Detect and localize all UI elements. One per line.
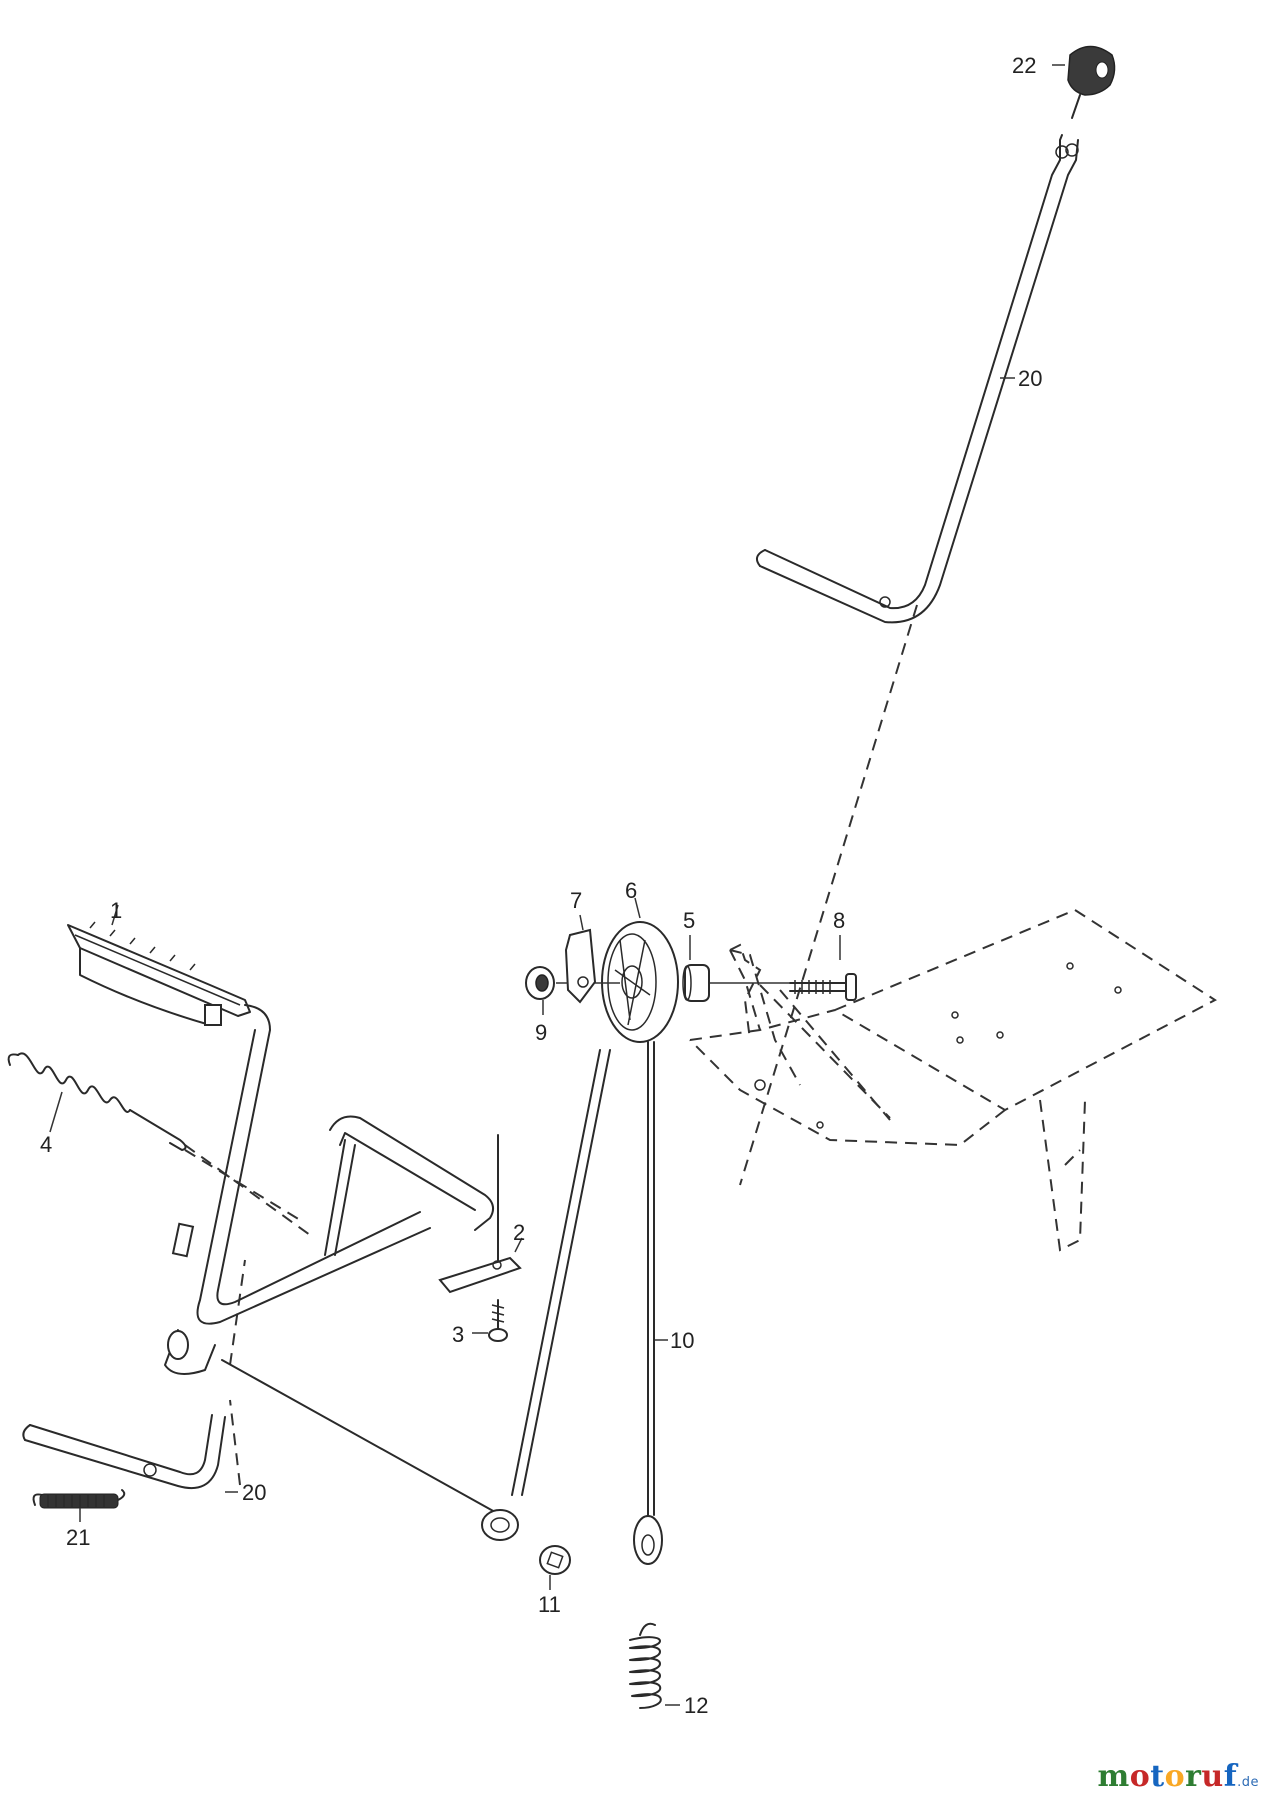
watermark-letter: m bbox=[1097, 1759, 1130, 1794]
watermark-letter: o bbox=[1129, 1759, 1151, 1794]
callout-2: 2 bbox=[513, 1220, 525, 1245]
cable-10 bbox=[633, 1041, 663, 1565]
callout-20-upper: 20 bbox=[1018, 366, 1042, 391]
watermark-logo: motoruf.de bbox=[1097, 1759, 1259, 1794]
callout-21: 21 bbox=[66, 1525, 90, 1550]
frame-plate bbox=[689, 908, 1217, 1252]
dashed-guides bbox=[184, 604, 918, 1486]
watermark-letter: u bbox=[1201, 1759, 1224, 1794]
bolt-8 bbox=[789, 973, 857, 1001]
callout-6: 6 bbox=[625, 878, 637, 903]
shift-rod-lower bbox=[22, 1414, 226, 1490]
callout-10: 10 bbox=[670, 1328, 694, 1353]
pedal-lever bbox=[67, 921, 495, 1375]
callout-4: 4 bbox=[40, 1132, 52, 1157]
spacer-5 bbox=[682, 964, 710, 1002]
watermark-letter: r bbox=[1185, 1759, 1202, 1794]
callout-7: 7 bbox=[570, 888, 582, 913]
callout-leaders bbox=[49, 64, 1065, 1706]
screw-3 bbox=[488, 1299, 508, 1342]
bracket-7 bbox=[564, 928, 597, 1004]
callout-3: 3 bbox=[452, 1322, 464, 1347]
callout-22: 22 bbox=[1012, 53, 1036, 78]
callout-12: 12 bbox=[684, 1693, 708, 1718]
watermark-letter: o bbox=[1164, 1759, 1186, 1794]
shift-rod-upper bbox=[755, 134, 1079, 624]
callout-8: 8 bbox=[833, 908, 845, 933]
callouts: 22 20 1 4 2 3 5 6 7 8 9 10 11 12 20 21 bbox=[40, 53, 1042, 1718]
callout-1: 1 bbox=[110, 898, 122, 923]
callout-20-lower: 20 bbox=[242, 1480, 266, 1505]
bracket-2 bbox=[438, 1134, 522, 1294]
pulley-6 bbox=[601, 921, 679, 1043]
spring-4 bbox=[7, 1052, 301, 1221]
callout-9: 9 bbox=[535, 1020, 547, 1045]
callout-11: 11 bbox=[538, 1592, 561, 1617]
pivot-arm bbox=[729, 943, 891, 1119]
spring-21 bbox=[32, 1489, 126, 1509]
watermark-letter: t bbox=[1150, 1759, 1165, 1794]
watermark-letters: motoruf bbox=[1097, 1759, 1237, 1794]
watermark-letter: f bbox=[1223, 1759, 1238, 1794]
link-rod bbox=[221, 1049, 611, 1541]
washer-11 bbox=[539, 1545, 571, 1575]
knob bbox=[1067, 45, 1116, 119]
watermark-suffix: .de bbox=[1237, 1775, 1259, 1790]
nut-9 bbox=[525, 966, 555, 1000]
callout-5: 5 bbox=[683, 908, 695, 933]
spring-12 bbox=[629, 1622, 662, 1709]
